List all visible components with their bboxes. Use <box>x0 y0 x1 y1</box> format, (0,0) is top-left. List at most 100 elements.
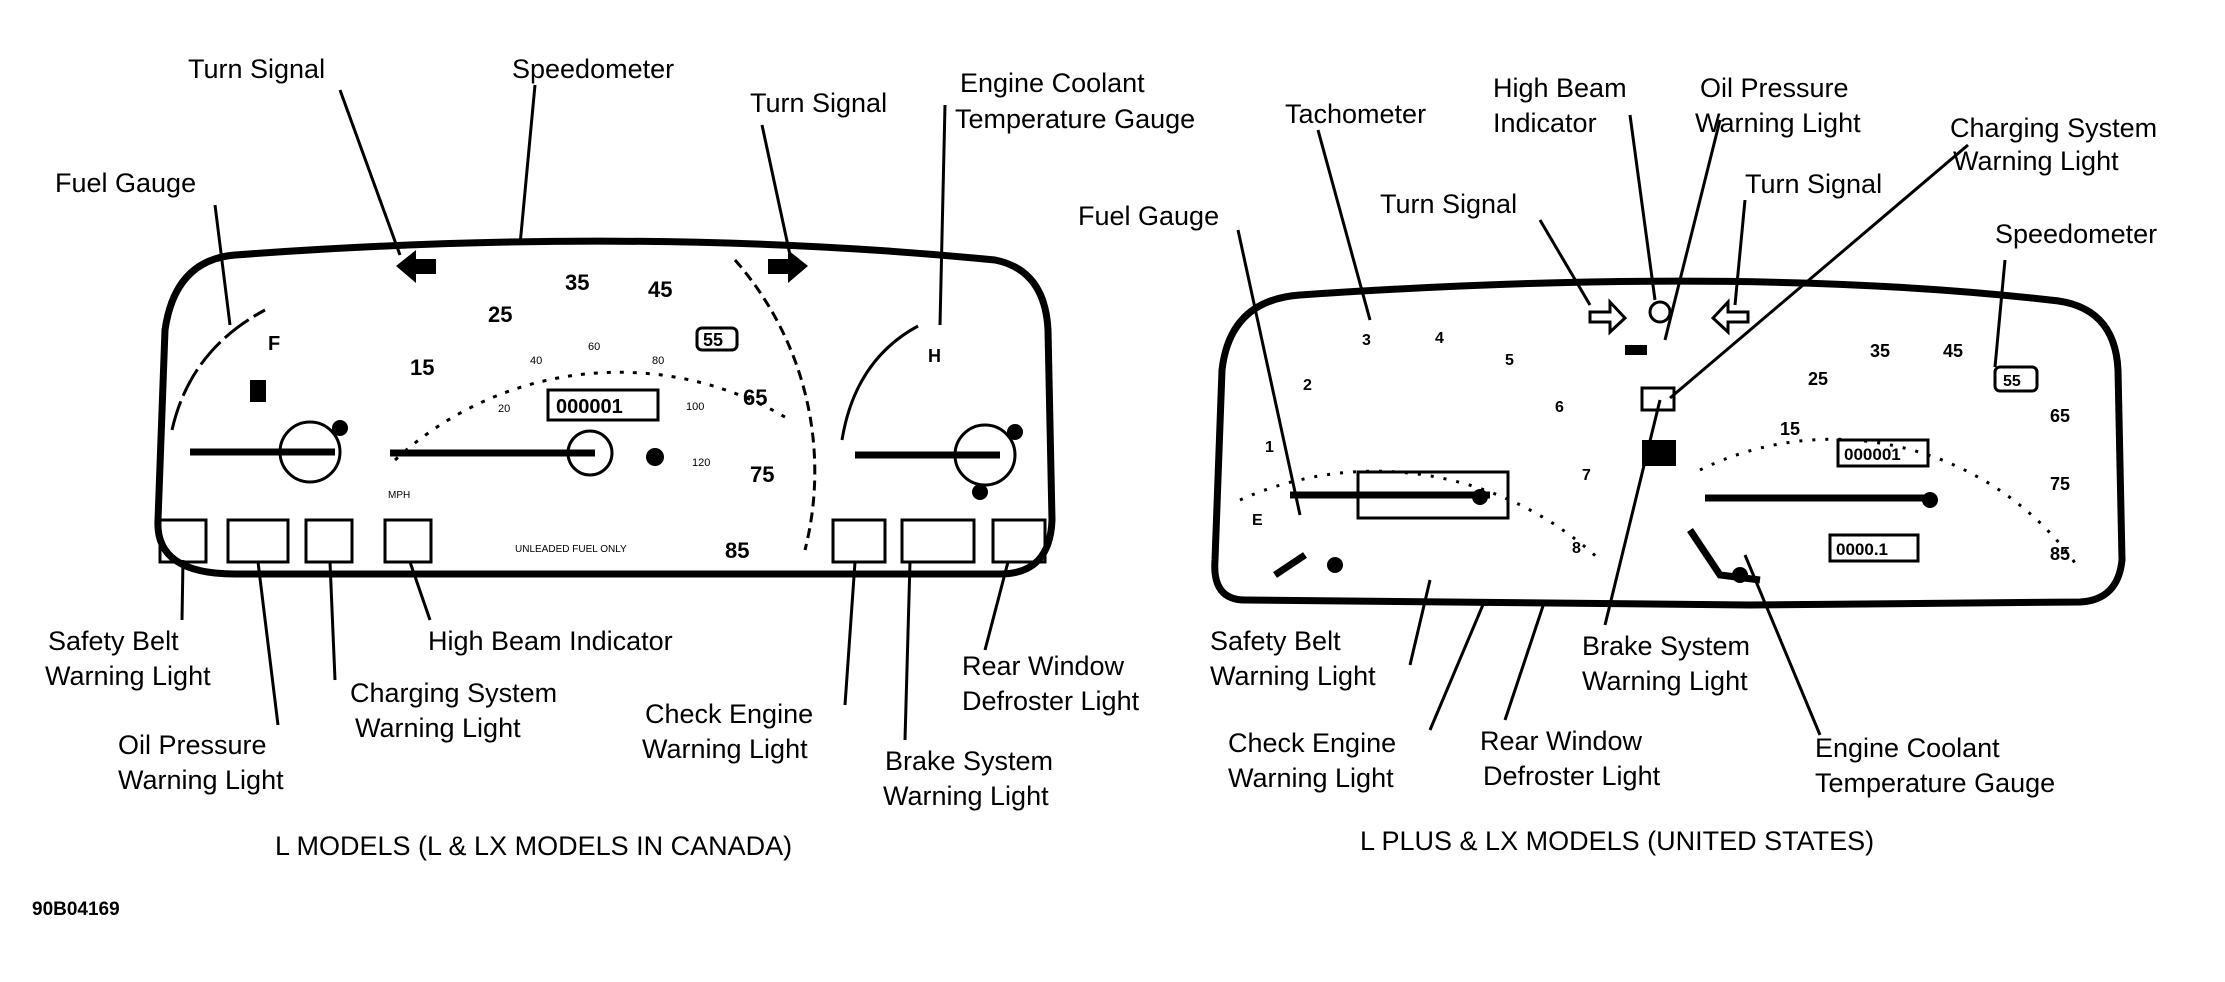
svg-text:55: 55 <box>2003 373 2021 390</box>
svg-text:0000.1: 0000.1 <box>1836 540 1888 559</box>
svg-text:000001: 000001 <box>1844 445 1901 464</box>
svg-text:75: 75 <box>750 462 774 487</box>
fuel-full-mark: F <box>268 333 280 355</box>
svg-text:25: 25 <box>1808 369 1828 389</box>
right-safety-belt-label-1: Safety Belt <box>1210 626 1341 656</box>
right-panel-caption: L PLUS & LX MODELS (UNITED STATES) <box>1360 826 1874 856</box>
right-turn-signal-label: Turn Signal <box>1380 189 1517 219</box>
left-oil-pressure-label-2: Warning Light <box>118 765 284 795</box>
svg-text:20: 20 <box>498 403 510 415</box>
svg-text:8: 8 <box>1572 540 1581 557</box>
right-turn-signal-right-label: Turn Signal <box>1745 169 1882 199</box>
svg-text:65: 65 <box>743 385 767 410</box>
left-turn-signal-label: Turn Signal <box>188 54 325 84</box>
right-charging-label-1: Charging System <box>1950 113 2157 143</box>
svg-text:60: 60 <box>588 341 600 353</box>
svg-text:E: E <box>1252 512 1263 529</box>
temp-needle-hub <box>953 423 1017 487</box>
svg-text:45: 45 <box>648 277 672 302</box>
left-safety-belt-label-1: Safety Belt <box>48 626 179 656</box>
right-high-beam-label-2: Indicator <box>1493 108 1597 138</box>
right-oil-pressure-label-1: Oil Pressure <box>1700 73 1849 103</box>
right-cluster-housing <box>1211 277 2126 609</box>
right-charging-label-2: Warning Light <box>1953 146 2119 176</box>
left-speedometer: 15 25 35 45 55 65 75 85 20 40 60 80 100 … <box>388 259 817 563</box>
svg-text:3: 3 <box>1362 332 1371 349</box>
check-engine-light-box <box>831 518 887 564</box>
charging-light-box <box>304 518 354 564</box>
left-charging-label-2: Warning Light <box>355 713 521 743</box>
svg-text:55: 55 <box>703 330 723 350</box>
right-brake-label-1: Brake System <box>1582 631 1750 661</box>
left-coolant-label-1: Engine Coolant <box>960 68 1145 98</box>
left-rear-window-label-1: Rear Window <box>962 651 1125 681</box>
svg-text:2: 2 <box>1303 377 1312 394</box>
left-safety-belt-label-2: Warning Light <box>45 661 211 691</box>
left-leader-lines <box>180 84 1010 741</box>
svg-text:45: 45 <box>1943 341 1963 361</box>
svg-text:H: H <box>928 346 941 366</box>
figure-code: 90B04169 <box>32 899 120 920</box>
left-brake-label-2: Warning Light <box>883 781 1049 811</box>
left-check-engine-label-1: Check Engine <box>645 699 813 729</box>
left-charging-label-1: Charging System <box>350 678 557 708</box>
svg-text:000001: 000001 <box>556 396 623 418</box>
right-speed-55-box <box>1993 365 2039 393</box>
right-check-engine-label-1: Check Engine <box>1228 728 1396 758</box>
svg-text:25: 25 <box>488 302 512 327</box>
left-turn-signal-right-label: Turn Signal <box>750 88 887 118</box>
svg-text:85: 85 <box>2050 544 2070 564</box>
right-turn-signal-left-icon <box>1588 298 1628 336</box>
right-odometer <box>1836 438 1930 468</box>
svg-text:80: 80 <box>652 355 664 367</box>
svg-text:120: 120 <box>692 457 710 469</box>
right-high-beam-icon <box>1648 300 1672 324</box>
right-speedometer-label: Speedometer <box>1995 219 2157 249</box>
svg-text:65: 65 <box>2050 406 2070 426</box>
right-trip-meter <box>1828 533 1920 563</box>
right-safety-belt-label-2: Warning Light <box>1210 661 1376 691</box>
svg-text:UNLEADED FUEL ONLY: UNLEADED FUEL ONLY <box>515 544 627 555</box>
svg-text:4: 4 <box>1435 330 1444 347</box>
svg-text:75: 75 <box>2050 474 2070 494</box>
right-leader-lines <box>1236 114 2007 736</box>
svg-text:5: 5 <box>1505 352 1514 369</box>
svg-text:35: 35 <box>1870 341 1890 361</box>
fuel-needle-hub <box>278 420 342 484</box>
svg-text:100: 100 <box>686 401 704 413</box>
left-turn-signal-right-arrow <box>768 250 808 283</box>
right-oil-pressure-icon <box>1625 345 1647 355</box>
left-turn-signal-left-arrow <box>396 250 436 283</box>
left-fuel-gauge-label: Fuel Gauge <box>55 168 196 198</box>
left-fuel-gauge: F <box>170 308 348 484</box>
left-odometer <box>546 388 660 422</box>
left-brake-label-1: Brake System <box>885 746 1053 776</box>
left-oil-pressure-label-1: Oil Pressure <box>118 730 267 760</box>
left-coolant-label-2: Temperature Gauge <box>955 104 1195 134</box>
left-rear-window-label-2: Defroster Light <box>962 686 1140 716</box>
right-fuel-gauge-label: Fuel Gauge <box>1078 201 1219 231</box>
svg-text:35: 35 <box>565 270 589 295</box>
right-check-engine-label-2: Warning Light <box>1228 763 1394 793</box>
svg-text:85: 85 <box>725 538 749 563</box>
left-cluster: F 15 25 35 45 55 65 75 85 20 40 60 80 10… <box>154 237 1056 578</box>
oil-pressure-light-box <box>226 518 290 564</box>
fuel-pump-icon <box>250 380 266 402</box>
left-cluster-housing <box>154 237 1056 578</box>
right-tachometer: 1 2 3 4 5 6 7 8 E <box>1239 330 1602 578</box>
left-speedometer-label: Speedometer <box>512 54 674 84</box>
right-cluster: 1 2 3 4 5 6 7 8 E 15 25 35 45 55 65 75 8 <box>1211 277 2126 609</box>
right-brake-label-2: Warning Light <box>1582 666 1748 696</box>
right-rear-window-label-1: Rear Window <box>1480 726 1643 756</box>
left-panel-caption: L MODELS (L & LX MODELS IN CANADA) <box>275 831 792 861</box>
right-tachometer-label: Tachometer <box>1285 99 1426 129</box>
right-coolant-label-1: Engine Coolant <box>1815 733 2000 763</box>
left-temp-gauge: H <box>840 324 1023 500</box>
svg-text:15: 15 <box>1780 419 1800 439</box>
right-turn-signal-right-icon <box>1710 298 1750 336</box>
svg-text:MPH: MPH <box>388 490 410 501</box>
brake-light-box <box>900 518 976 564</box>
right-high-beam-label-1: High Beam <box>1493 73 1627 103</box>
rear-defroster-light-box <box>991 518 1047 564</box>
